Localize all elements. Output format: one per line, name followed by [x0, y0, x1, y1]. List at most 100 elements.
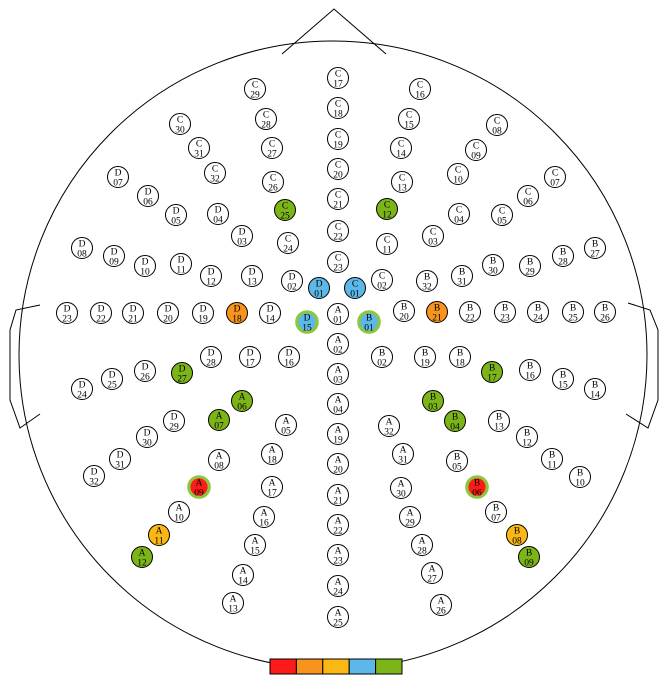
electrode-group-label: C — [352, 280, 358, 290]
electrode-group-label: C — [473, 142, 479, 152]
electrode-group-label: C — [335, 100, 341, 110]
electrode-b31: B31 — [451, 265, 473, 288]
electrode-a13: A13 — [222, 592, 244, 615]
electrode-marker — [371, 269, 393, 291]
electrode-group-label: A — [438, 597, 445, 607]
electrode-number-label: 21 — [128, 315, 138, 325]
electrode-group-label: D — [171, 413, 178, 423]
electrode-number-label: 08 — [214, 462, 224, 472]
electrode-marker — [390, 137, 412, 159]
electrode-a23: A23 — [327, 544, 349, 567]
electrode-group-label: A — [335, 366, 342, 376]
electrode-marker — [527, 301, 549, 323]
electrode-marker — [327, 220, 349, 242]
electrode-b21: B21 — [426, 301, 448, 324]
electrode-number-label: 31 — [398, 456, 408, 466]
electrode-marker — [391, 171, 413, 193]
electrode-marker — [56, 302, 78, 324]
electrode-a15: A15 — [244, 534, 266, 557]
electrode-number-label: 23 — [500, 314, 510, 324]
electrode-group-label: A — [176, 504, 183, 514]
electrode-marker — [409, 78, 431, 100]
electrode-marker — [253, 506, 275, 528]
electrode-number-label: 29 — [169, 423, 179, 433]
electrode-marker — [327, 303, 349, 325]
electrode-marker — [481, 361, 503, 383]
electrode-a19: A19 — [327, 423, 349, 446]
electrode-number-label: 01 — [314, 290, 324, 300]
electrode-number-label: 01 — [364, 324, 374, 334]
electrode-group-label: D — [249, 268, 256, 278]
electrode-number-label: 30 — [488, 267, 498, 277]
electrode-number-label: 12 — [137, 559, 147, 569]
electrode-number-label: 20 — [333, 171, 343, 181]
electrode-group-label: D — [215, 206, 222, 216]
electrode-d12: D12 — [200, 265, 222, 288]
electrode-group-label: C — [335, 191, 341, 201]
electrode-a31: A31 — [392, 443, 414, 466]
electrode-number-label: 15 — [302, 324, 312, 334]
electrode-number-label: 02 — [377, 282, 387, 292]
electrode-group-label: B — [474, 479, 480, 489]
electrode-number-label: 06 — [523, 198, 533, 208]
electrode-marker — [163, 410, 185, 432]
electrode-marker — [494, 301, 516, 323]
electrode-d19: D19 — [192, 302, 214, 325]
electrode-marker — [262, 171, 284, 193]
electrode-b23: B23 — [494, 301, 516, 324]
electrode-group-label: A — [156, 527, 163, 537]
electrode-number-label: 19 — [198, 315, 208, 325]
electrode-marker — [482, 254, 504, 276]
electrode-group-label: C — [335, 70, 341, 80]
electrode-marker — [465, 139, 487, 161]
electrode-number-label: 13 — [494, 423, 504, 433]
electrode-marker — [231, 390, 253, 412]
electrode-d28: D28 — [200, 346, 222, 369]
electrode-group-label: A — [216, 452, 223, 462]
electrode-marker — [232, 564, 254, 586]
electrode-number-label: 16 — [525, 372, 535, 382]
electrode-marker — [376, 233, 398, 255]
electrode-group-label: B — [452, 413, 458, 423]
electrode-c30: C30 — [169, 113, 191, 136]
electrode-marker — [187, 475, 211, 499]
electrode-number-label: 26 — [436, 607, 446, 617]
electrode-c32: C32 — [204, 162, 226, 185]
electrode-d14: D14 — [259, 302, 281, 325]
electrode-group-label: B — [496, 413, 502, 423]
electrode-d06: D06 — [137, 185, 159, 208]
electrode-marker — [101, 368, 123, 390]
electrode-group-label: A — [335, 456, 342, 466]
electrode-number-label: 26 — [268, 184, 278, 194]
electrode-number-label: 14 — [590, 391, 600, 401]
electrode-c20: C20 — [327, 158, 349, 181]
electrode-d07: D07 — [107, 166, 129, 189]
electrode-number-label: 15 — [404, 121, 414, 131]
electrode-group-label: B — [493, 504, 499, 514]
electrode-group-label: B — [467, 304, 473, 314]
electrode-c31: C31 — [188, 137, 210, 160]
electrode-c01: C01 — [344, 277, 366, 300]
electrode-marker — [136, 426, 158, 448]
electrode-marker — [446, 450, 468, 472]
electrode-c22: C22 — [327, 220, 349, 243]
electrode-marker — [344, 277, 366, 299]
electrode-a29: A29 — [399, 506, 421, 529]
electrode-c04: C04 — [448, 203, 470, 226]
electrode-number-label: 30 — [142, 439, 152, 449]
electrode-number-label: 08 — [492, 127, 502, 137]
electrode-group-label: B — [592, 381, 598, 391]
electrode-number-label: 16 — [284, 359, 294, 369]
electrode-group-label: B — [424, 273, 430, 283]
electrode-a06: A06 — [231, 390, 253, 413]
electrode-marker — [109, 448, 131, 470]
electrode-marker — [327, 188, 349, 210]
electrode-group-label: B — [489, 364, 495, 374]
electrode-marker — [278, 346, 300, 368]
electrode-number-label: 04 — [213, 216, 223, 226]
electrode-number-label: 29 — [525, 268, 535, 278]
electrode-number-label: 05 — [497, 217, 507, 227]
electrode-c19: C19 — [327, 128, 349, 151]
electrode-marker — [255, 108, 277, 130]
electrode-marker — [426, 301, 448, 323]
